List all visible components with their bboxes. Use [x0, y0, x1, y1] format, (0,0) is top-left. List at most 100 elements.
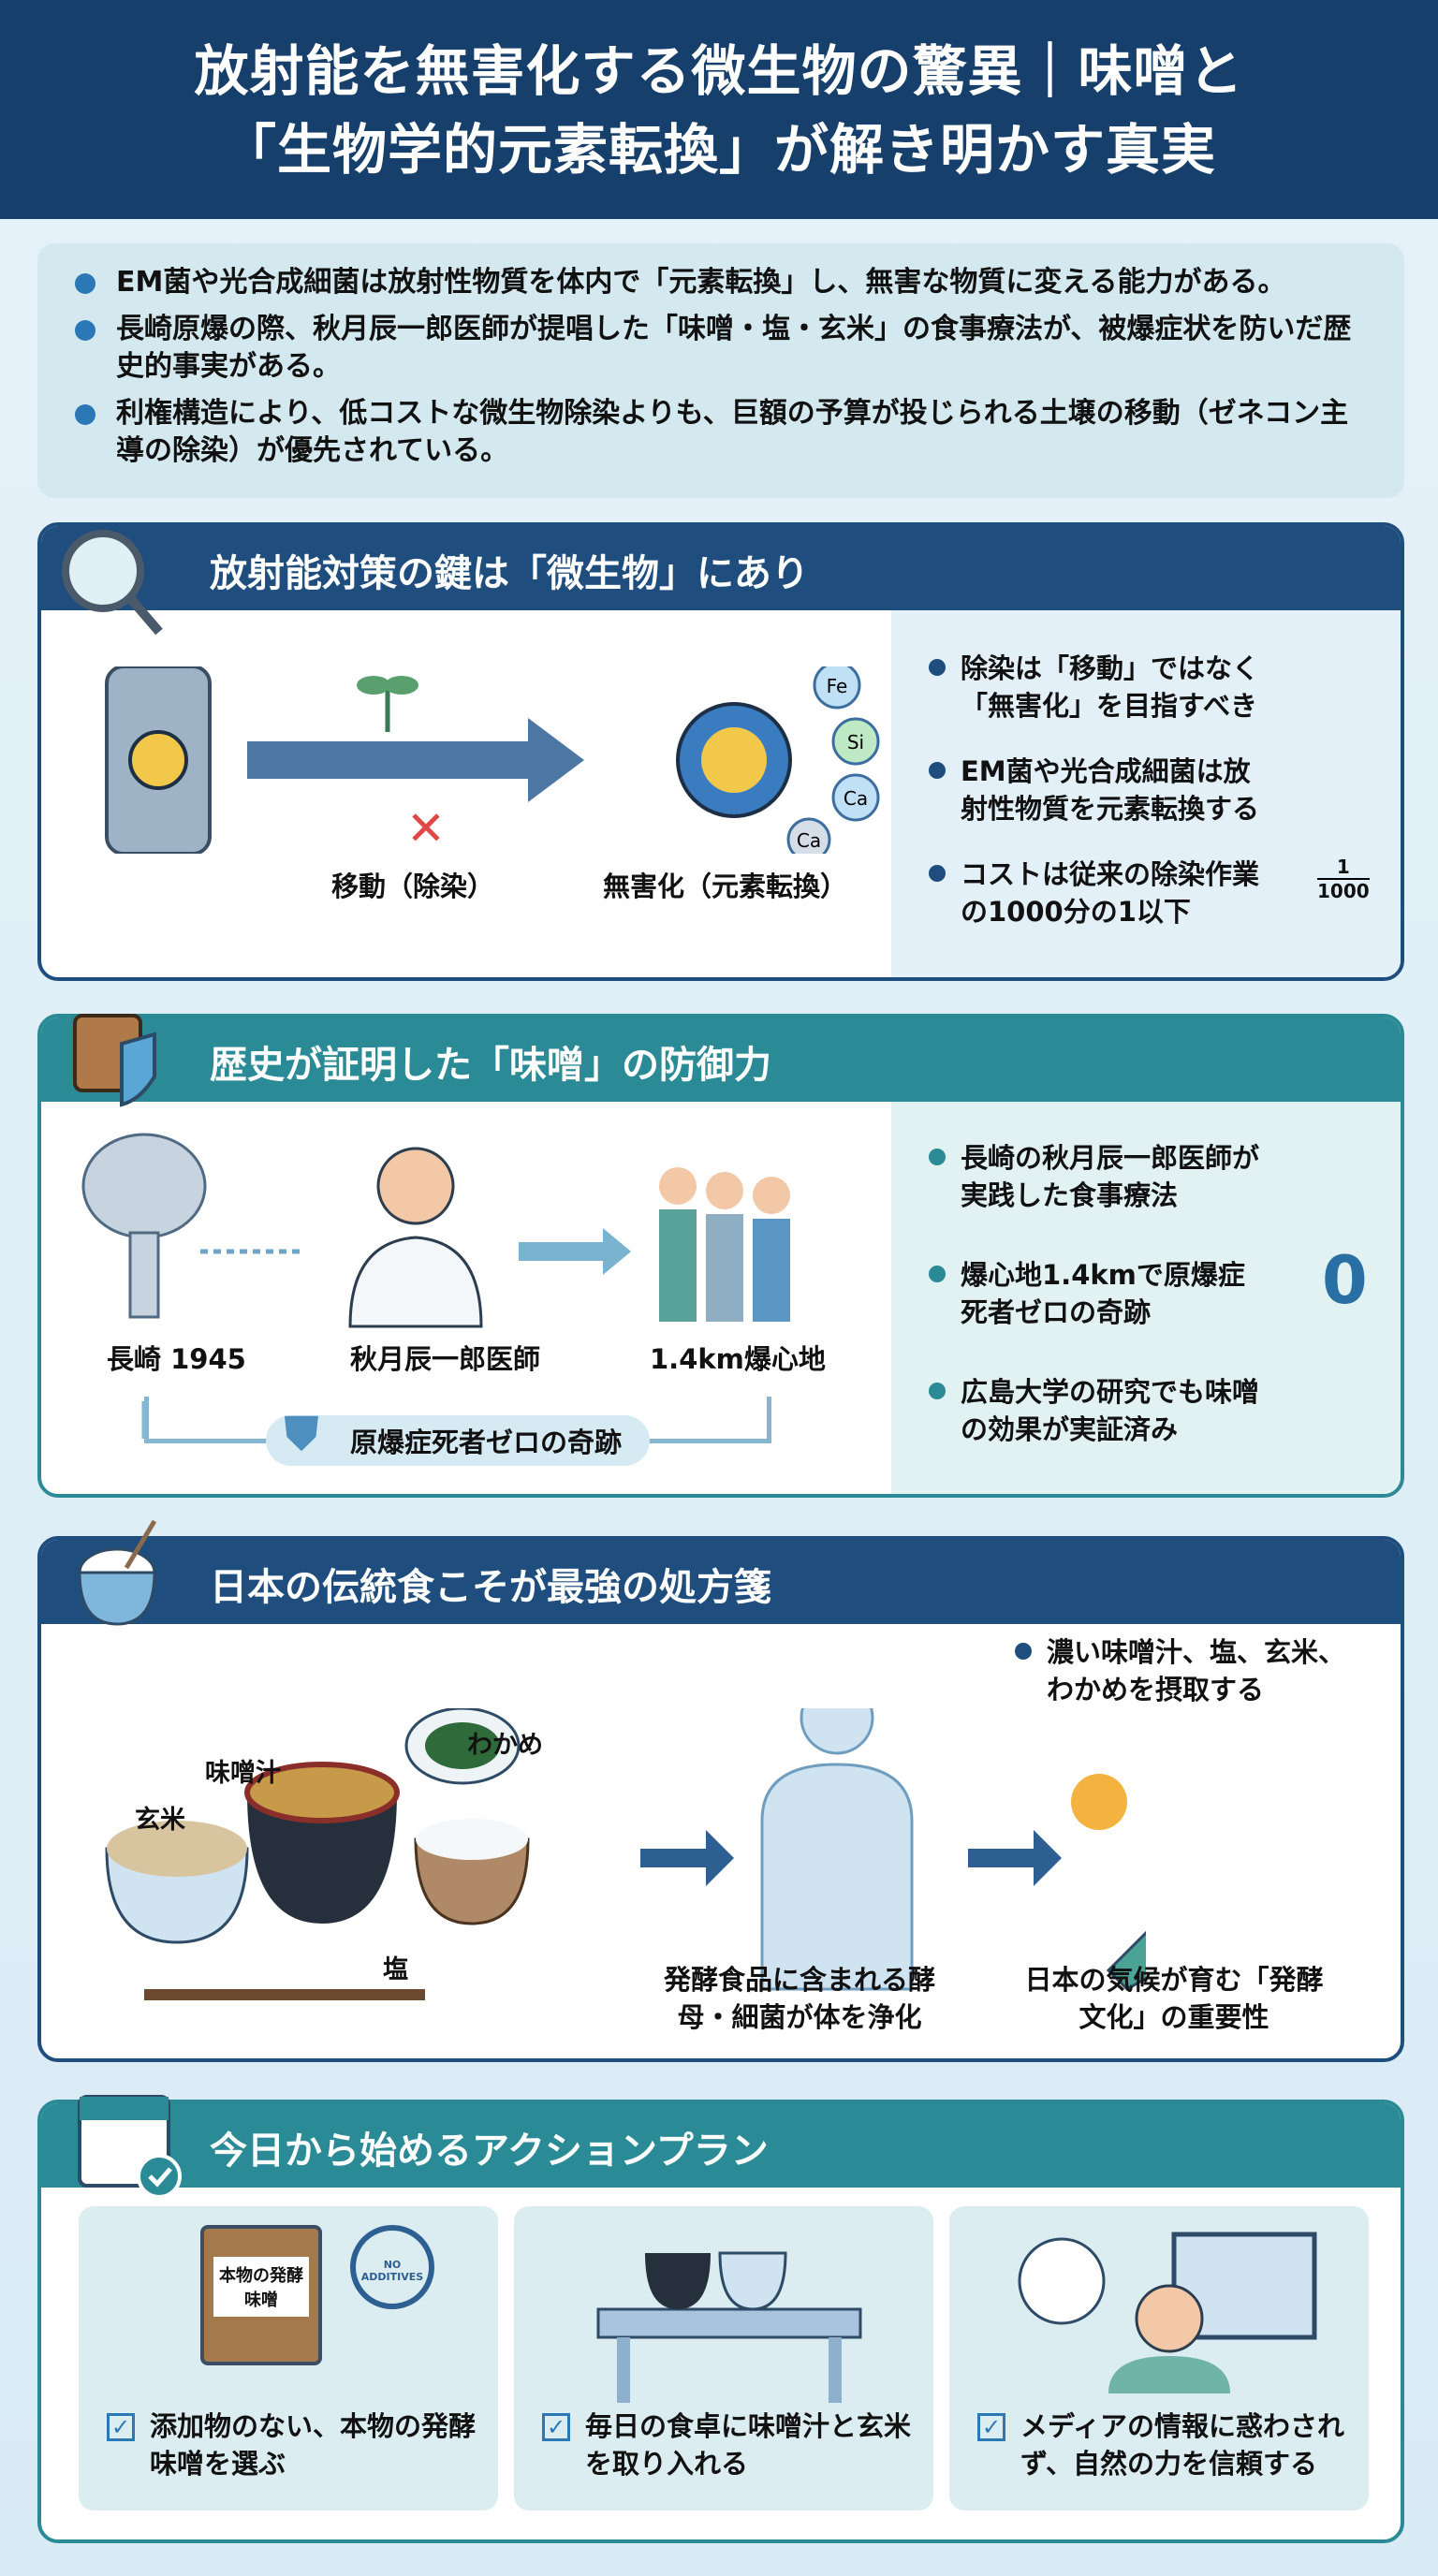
svg-text:Ca: Ca: [797, 829, 821, 852]
checkbox-icon: ✓: [542, 2413, 570, 2441]
key-point-text: 広島大学の研究でも味噌の効果が実証済み: [961, 1376, 1260, 1445]
history-illustration: [81, 1133, 790, 1439]
element-si-icon: Si: [831, 717, 880, 766]
plant-icon: [357, 676, 418, 732]
shield-icon: ⛊: [285, 1408, 319, 1460]
doctor-icon: [348, 1147, 483, 1328]
bullet-dot-icon: [75, 273, 95, 294]
section-action-plan: 今日から始めるアクションプラン 本物の発酵味噌 NO ADDITIVES ✓添加…: [37, 2100, 1404, 2543]
zero-icon: 0: [1322, 1242, 1368, 1319]
rice-bowl-chopsticks-icon: [78, 1519, 157, 1626]
section-miso-history: 歴史が証明した「味噌」の防御力 長崎 1945 秋月辰一郎医師 1.4km爆心地…: [37, 1014, 1404, 1498]
japan-map-icon: [1106, 1930, 1146, 1991]
key-point-text: コストは従来の除染作業の1000分の1以下: [961, 858, 1260, 928]
caption-move: 移動（除染）: [331, 871, 495, 902]
person-tv-icon: [1018, 2232, 1317, 2393]
table-meal-icon: [596, 2251, 862, 2403]
section-microbes: 放射能対策の鍵は「微生物」にあり ✕ Fe Si Ca Ca 移動（除染） 無害…: [37, 522, 1404, 981]
section-title: 日本の伝統食こそが最強の処方箋: [41, 1540, 1401, 1624]
decontamination-illustration: ✕ Fe Si Ca Ca: [105, 666, 880, 854]
svg-text:Ca: Ca: [844, 787, 868, 810]
element-ca-icon: Ca: [831, 773, 880, 822]
key-point: 爆心地1.4kmで原爆症死者ゼロの奇跡: [929, 1256, 1266, 1331]
caption-body: 発酵食品に含まれる酵母・細菌が体を浄化: [663, 1964, 935, 2033]
mushroom-cloud-icon: [81, 1133, 207, 1319]
key-point-text: 爆心地1.4kmで原爆症死者ゼロの奇跡: [961, 1259, 1245, 1328]
arrow-icon: [519, 1228, 631, 1275]
brown-rice-bowl-icon: [105, 1821, 249, 1944]
page-header: 放射能を無害化する微生物の驚異｜味噌と 「生物学的元素転換」が解き明かす真実: [0, 0, 1438, 219]
svg-text:Si: Si: [847, 731, 864, 754]
miracle-label: ⛊原爆症死者ゼロの奇跡: [266, 1408, 651, 1466]
bullet-dot-icon: [929, 762, 946, 779]
human-body-icon: [760, 1708, 914, 1991]
key-points-panel: 除染は「移動」ではなく「無害化」を目指すべき EM菌や光合成細菌は放射性物質を元…: [891, 610, 1401, 977]
action-text: ✓メディアの情報に惑わされず、自然の力を信頼する: [977, 2408, 1352, 2482]
label-salt: 塩: [383, 1955, 408, 1984]
summary-item: EM菌や光合成細菌は放射性物質を体内で「元素転換」し、無害な物質に変える能力があ…: [75, 264, 1367, 301]
caption-japan: 日本の気候が育む「発酵文化」の重要性: [1024, 1964, 1324, 2033]
element-ca-icon: Ca: [786, 817, 831, 854]
checkbox-icon: ✓: [977, 2413, 1005, 2441]
key-point-text: 除染は「移動」ではなく「無害化」を目指すべき: [961, 652, 1260, 722]
svg-text:Fe: Fe: [827, 675, 848, 697]
arrow-icon: [247, 718, 584, 802]
gear-radiation-icon: [676, 702, 792, 818]
title-line-1: 放射能を無害化する微生物の驚異｜味噌と: [194, 39, 1244, 103]
title-line-2: 「生物学的元素転換」が解き明かす真実: [221, 118, 1216, 182]
arrow-icon: [968, 1830, 1062, 1886]
radioactive-barrel-icon: [105, 666, 212, 854]
miso-soup-bowl-icon: [244, 1762, 400, 1924]
summary-item: 長崎原爆の際、秋月辰一郎医師が提唱した「味噌・塩・玄米」の食事療法が、被爆症状を…: [75, 311, 1367, 386]
caption-hypocenter: 1.4km爆心地: [650, 1343, 826, 1375]
bullet-dot-icon: [929, 1149, 946, 1165]
key-point: 広島大学の研究でも味噌の効果が実証済み: [929, 1373, 1266, 1448]
action-card: ✓メディアの情報に惑わされず、自然の力を信頼する: [949, 2206, 1369, 2510]
key-point: 濃い味噌汁、塩、玄米、わかめを摂取する: [1015, 1633, 1361, 1708]
summary-text: 利権構造により、低コストな微生物除染よりも、巨額の予算が投じられる土壌の移動（ゼ…: [116, 397, 1349, 467]
summary-box: EM菌や光合成細菌は放射性物質を体内で「元素転換」し、無害な物質に変える能力があ…: [37, 243, 1404, 498]
key-point: 長崎の秋月辰一郎医師が実践した食事療法: [929, 1139, 1266, 1214]
bullet-dot-icon: [1015, 1643, 1032, 1660]
no-additives-badge-icon: NO ADDITIVES: [350, 2225, 434, 2309]
label-wakame: わかめ: [467, 1731, 543, 1760]
jar-label: 本物の発酵味噌: [213, 2257, 309, 2317]
key-point-text: EM菌や光合成細菌は放射性物質を元素転換する: [961, 755, 1260, 825]
action-text: ✓添加物のない、本物の発酵味噌を選ぶ: [107, 2408, 481, 2482]
bullet-dot-icon: [929, 1266, 946, 1282]
section-title: 今日から始めるアクションプラン: [41, 2103, 1401, 2188]
summary-text: 長崎原爆の際、秋月辰一郎医師が提唱した「味噌・塩・玄米」の食事療法が、被爆症状を…: [116, 313, 1352, 383]
key-point: 除染は「移動」ではなく「無害化」を目指すべき: [929, 650, 1266, 724]
action-text: ✓毎日の食卓に味噌汁と玄米を取り入れる: [542, 2408, 917, 2482]
bullet-dot-icon: [929, 1383, 946, 1399]
action-card: ✓毎日の食卓に味噌汁と玄米を取り入れる: [514, 2206, 933, 2510]
caption-nagasaki: 長崎 1945: [107, 1343, 246, 1375]
section-traditional-food: 日本の伝統食こそが最強の処方箋 味噌汁 わかめ 玄米 塩 発酵食品に含まれる酵母…: [37, 1536, 1404, 2062]
people-group-icon: [659, 1167, 790, 1322]
label-miso-soup: 味噌汁: [205, 1759, 281, 1788]
magnifier-microbe-icon: [62, 530, 163, 636]
key-point-text: 濃い味噌汁、塩、玄米、わかめを摂取する: [1047, 1636, 1346, 1705]
action-card: 本物の発酵味噌 NO ADDITIVES ✓添加物のない、本物の発酵味噌を選ぶ: [79, 2206, 498, 2510]
summary-item: 利権構造により、低コストな微生物除染よりも、巨額の予算が投じられる土壌の移動（ゼ…: [75, 395, 1367, 470]
bullet-dot-icon: [929, 659, 946, 676]
chopsticks-icon: [144, 1989, 425, 2000]
caption-doctor: 秋月辰一郎医師: [350, 1343, 541, 1375]
key-points-panel: 長崎の秋月辰一郎医師が実践した食事療法 爆心地1.4kmで原爆症死者ゼロの奇跡 …: [891, 1102, 1401, 1494]
element-fe-icon: Fe: [813, 666, 861, 710]
calendar-check-icon: [78, 2095, 182, 2199]
bullet-dot-icon: [75, 320, 95, 341]
wakame-plate-icon: [404, 1708, 521, 1785]
salt-bowl-icon: [414, 1819, 530, 1925]
checkbox-icon: ✓: [107, 2413, 135, 2441]
section-title: 歴史が証明した「味噌」の防御力: [41, 1017, 1401, 1102]
traditional-food-illustration: [105, 1708, 1146, 2000]
label-brown-rice: 玄米: [135, 1806, 185, 1835]
arrow-icon: [640, 1830, 734, 1886]
key-point: EM菌や光合成細菌は放射性物質を元素転換する: [929, 753, 1266, 827]
bullet-dot-icon: [75, 404, 95, 425]
sun-icon: [1071, 1774, 1127, 1830]
summary-text: EM菌や光合成細菌は放射性物質を体内で「元素転換」し、無害な物質に変える能力があ…: [116, 266, 1286, 299]
caption-harmless: 無害化（元素転換）: [603, 871, 848, 902]
